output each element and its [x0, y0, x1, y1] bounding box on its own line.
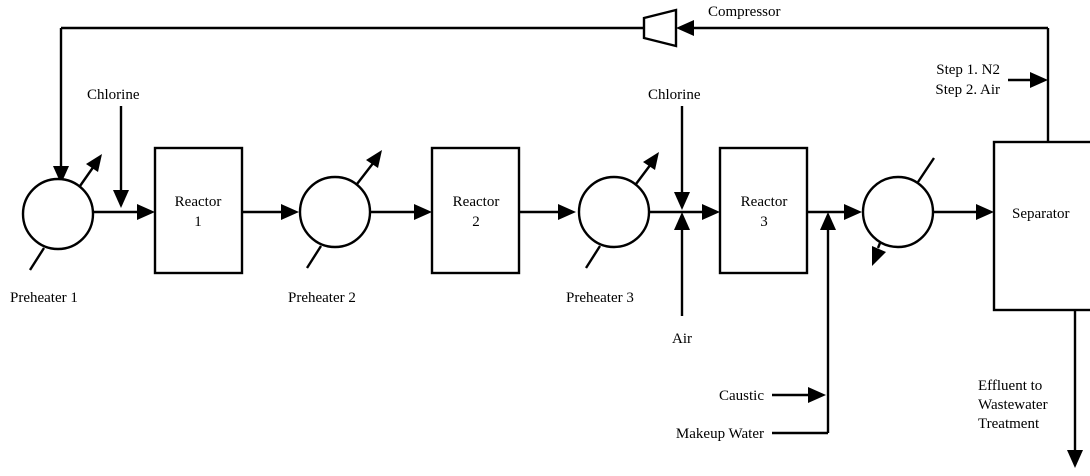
heat-exchanger-icon — [577, 175, 651, 249]
preheater-3 — [577, 152, 659, 269]
heat-exchanger-icon — [861, 175, 935, 249]
preheater-2 — [298, 150, 382, 269]
reactor-2-box — [430, 146, 521, 275]
reactor-1-number: 1 — [194, 214, 202, 230]
reactor-3-box — [718, 146, 809, 275]
makeup-water-label: Makeup Water — [676, 426, 764, 442]
effluent-label-line-3: Treatment — [978, 416, 1040, 432]
effluent-label-line-1: Effluent to — [978, 378, 1042, 394]
step-2-label: Step 2. Air — [935, 82, 1000, 98]
caustic-label: Caustic — [719, 388, 764, 404]
chlorine-1-label: Chlorine — [87, 87, 140, 103]
separator-label: Separator — [1012, 206, 1069, 222]
chlorine-2-label: Chlorine — [648, 87, 701, 103]
preheater-2-label: Preheater 2 — [288, 290, 356, 306]
cooler — [861, 157, 935, 266]
compressor-icon — [642, 8, 678, 48]
reactor-3-label: Reactor — [741, 194, 788, 210]
reactor-2-label: Reactor — [453, 194, 500, 210]
reactor-1-label: Reactor — [175, 194, 222, 210]
compressor-label: Compressor — [708, 4, 781, 20]
heat-exchanger-icon — [298, 175, 372, 249]
preheater-3-label: Preheater 3 — [566, 290, 634, 306]
preheater-1 — [21, 154, 102, 271]
step-1-label: Step 1. N2 — [936, 62, 1000, 78]
reactor-1-box — [153, 146, 244, 275]
heat-exchanger-icon — [21, 177, 95, 251]
effluent-label-line-2: Wastewater — [978, 397, 1048, 413]
reactor-3-number: 3 — [760, 214, 768, 230]
reactor-2-number: 2 — [472, 214, 480, 230]
recycle-line — [53, 8, 1050, 184]
separator-box — [992, 140, 1090, 312]
preheater-1-label: Preheater 1 — [10, 290, 78, 306]
air-label: Air — [672, 331, 692, 347]
